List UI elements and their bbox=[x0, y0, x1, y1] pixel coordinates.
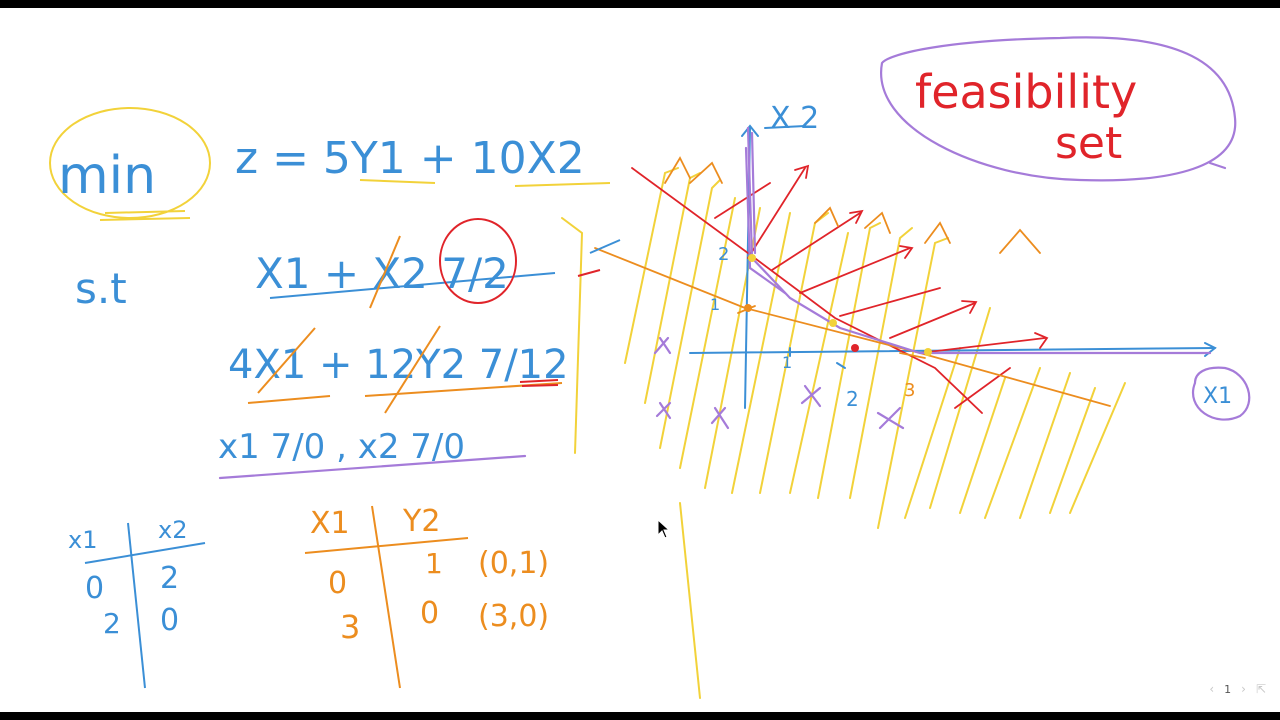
note-line-2: set bbox=[1055, 118, 1122, 169]
point-label: (3,0) bbox=[478, 599, 549, 634]
graph-labels: X 2 X1 2 1 1 2 3 bbox=[710, 101, 1232, 411]
tick-x-2: 2 bbox=[846, 387, 859, 411]
table-right-header-1: X1 bbox=[310, 506, 350, 541]
page-navigation: ‹ 1 › ⇱ bbox=[1209, 682, 1266, 696]
nonnegativity-constraint: x1 7/0 , x2 7/0 bbox=[218, 427, 465, 467]
feasible-region-hatching bbox=[561, 167, 1126, 699]
tick-y-2: 2 bbox=[718, 244, 729, 265]
popout-icon[interactable]: ⇱ bbox=[1255, 682, 1266, 696]
whiteboard-drawing: min z = 5Y1 + 10X2 s.t X1 + X2 7/2 4X1 +… bbox=[49, 36, 1251, 699]
table-right-cell: 1 bbox=[425, 547, 443, 580]
graph-axes bbox=[689, 124, 1217, 409]
tick-x-3: 3 bbox=[904, 380, 915, 401]
table-left-header-2: x2 bbox=[158, 516, 187, 544]
arrow-cursor-icon bbox=[657, 519, 671, 539]
table-right-cell: 3 bbox=[340, 608, 360, 646]
table-left bbox=[84, 522, 206, 689]
y-axis-label: X 2 bbox=[770, 101, 819, 136]
constraint-line-orange bbox=[594, 156, 1111, 407]
constraint-1: X1 + X2 7/2 bbox=[255, 249, 509, 298]
table-left-cell: 0 bbox=[85, 571, 104, 606]
table-right-text: X1 Y2 0 1 (0,1) 3 0 (3,0) bbox=[310, 504, 549, 646]
corner-points bbox=[744, 254, 932, 356]
subject-to-label: s.t bbox=[75, 264, 127, 313]
constraint-2: 4X1 + 12Y2 7/12 bbox=[228, 342, 569, 388]
constraints-block: s.t X1 + X2 7/2 4X1 + 12Y2 7/12 x1 7/0 ,… bbox=[75, 218, 621, 467]
previous-page-button[interactable]: ‹ bbox=[1209, 682, 1215, 696]
constraint-line-red bbox=[631, 164, 1049, 414]
inequality-circle bbox=[439, 218, 517, 304]
objective-equation: z = 5Y1 + 10X2 bbox=[235, 133, 585, 184]
whiteboard-canvas[interactable]: min z = 5Y1 + 10X2 s.t X1 + X2 7/2 4X1 +… bbox=[0, 8, 1280, 712]
min-circle bbox=[49, 107, 211, 219]
objective-block: min z = 5Y1 + 10X2 bbox=[49, 107, 611, 221]
table-left-text: x1 x2 0 2 2 0 bbox=[68, 516, 187, 640]
feasibility-boundary-purple bbox=[218, 36, 1251, 480]
feasibility-note: feasibility set bbox=[915, 65, 1137, 169]
table-right bbox=[304, 505, 469, 689]
table-left-header-1: x1 bbox=[68, 526, 97, 554]
page-number: 1 bbox=[1224, 682, 1232, 696]
note-line-1: feasibility bbox=[915, 65, 1137, 119]
table-left-cell: 2 bbox=[160, 561, 179, 596]
tick-x-1: 1 bbox=[782, 353, 792, 372]
table-right-header-2: Y2 bbox=[402, 504, 440, 539]
point-label: (0,1) bbox=[478, 546, 549, 581]
table-right-cell: 0 bbox=[328, 566, 347, 601]
tick-y-1: 1 bbox=[710, 295, 720, 314]
table-right-cell: 0 bbox=[420, 596, 439, 631]
x-axis-label: X1 bbox=[1203, 384, 1232, 409]
next-page-button[interactable]: › bbox=[1241, 682, 1246, 696]
table-left-cell: 0 bbox=[160, 603, 179, 638]
table-left-cell: 2 bbox=[103, 607, 121, 640]
min-label: min bbox=[58, 146, 156, 206]
